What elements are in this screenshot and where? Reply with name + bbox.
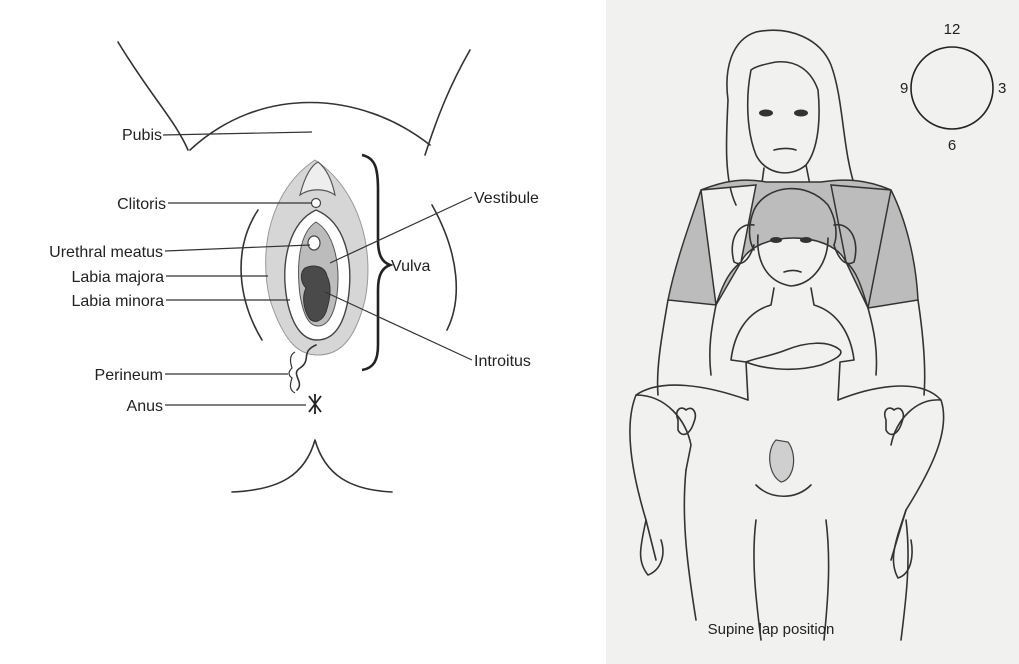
anus-mark [309,394,321,414]
right-groin-outline [432,205,456,330]
label-introitus: Introitus [474,353,531,370]
child-buttocks [756,485,811,496]
child-mouth [784,271,801,273]
clock-circle [911,47,993,129]
clitoris-shape [312,199,321,208]
label-vestibule: Vestibule [474,190,539,207]
right-thigh-outline [425,50,470,155]
label-labia-majora: Labia majora [72,269,165,286]
buttocks-outline [232,440,392,492]
clock-12: 12 [944,21,961,38]
adult-left-arm [658,300,716,395]
adult-mouth [774,149,796,151]
perineum-brace [289,352,295,393]
adult-eyes [759,110,808,117]
caption: Supine lap position [708,621,835,638]
clock-6: 6 [948,137,956,154]
label-labia-minora: Labia minora [72,293,165,310]
label-anus: Anus [127,398,163,415]
label-clitoris: Clitoris [117,196,166,213]
child-torso [731,288,854,400]
anatomy-diagram: Pubis Clitoris Urethral meatus Labia maj… [0,0,600,664]
child-left-leg [630,385,748,560]
anatomy-diagram-panel: Pubis Clitoris Urethral meatus Labia maj… [0,0,600,664]
left-groin-outline [241,210,262,340]
child-right-leg [838,386,944,560]
urethral-meatus-shape [308,236,320,250]
pubis-leader [163,132,312,135]
label-urethral-meatus: Urethral meatus [49,244,163,261]
lap-position-illustration: 12 3 6 9 [606,0,1019,664]
adult-face [748,62,819,173]
child-genital-area [770,440,794,482]
child-right-foot [893,510,912,578]
pubic-mound-outline [190,103,430,151]
adult-legs [684,470,908,640]
label-vulva: Vulva [391,258,431,275]
adult-right-arm [868,300,925,395]
child-face [758,235,828,286]
clock-9: 9 [900,80,908,97]
adult-shirt [668,180,918,308]
adult-hair [726,30,856,205]
child-arms-crossed [746,343,841,369]
clock-3: 3 [998,80,1006,97]
child-left-foot [641,520,663,575]
label-perineum: Perineum [95,367,163,384]
clock-diagram: 12 3 6 9 [900,21,1006,154]
label-pubis: Pubis [122,127,162,144]
lap-position-panel: 12 3 6 9 [606,0,1019,664]
